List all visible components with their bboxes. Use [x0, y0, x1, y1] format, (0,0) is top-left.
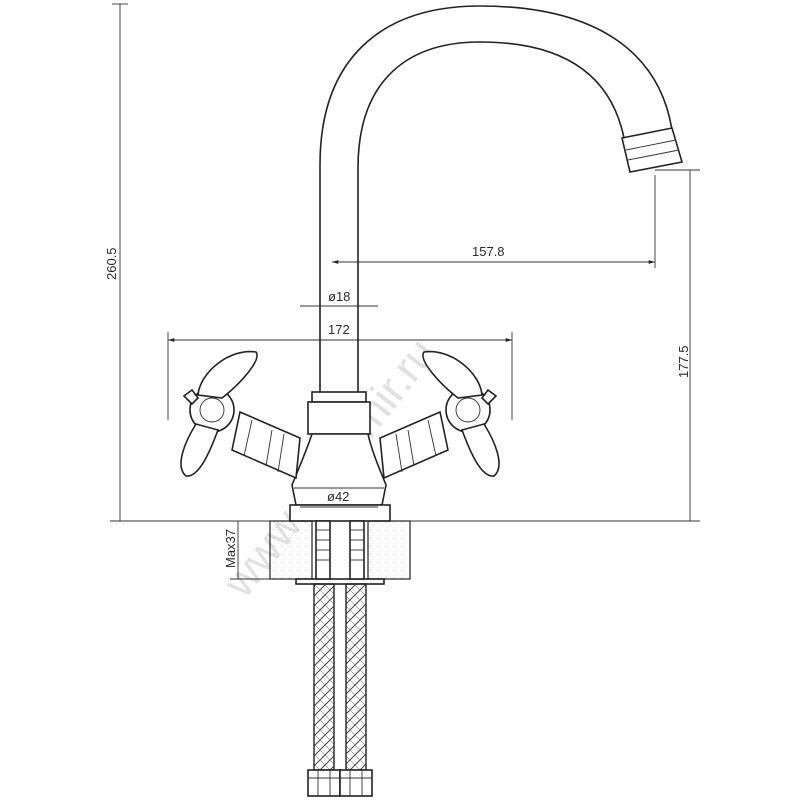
dim-label-max-thickness: Max37	[223, 529, 238, 568]
dim-label-handle-span: 172	[328, 322, 350, 337]
hose-end-nuts	[307, 769, 373, 797]
left-braided-hose	[313, 583, 335, 771]
spout	[319, 5, 684, 392]
threaded-studs	[315, 520, 365, 580]
mounting-washer	[295, 578, 385, 585]
base-plate	[289, 504, 391, 522]
dim-label-reach: 157.8	[472, 244, 505, 259]
spout-collar	[311, 391, 367, 403]
right-braided-hose	[345, 583, 367, 771]
countertop-left-section	[269, 520, 313, 580]
countertop-right-section	[367, 520, 411, 580]
right-valve-handle	[379, 350, 500, 480]
dim-label-spout-diameter: ø18	[328, 289, 350, 304]
spout-base-ring	[307, 401, 371, 435]
dim-label-total-height: 260.5	[104, 247, 119, 280]
dim-label-spout-height: 177.5	[676, 345, 691, 378]
left-valve-handle	[180, 350, 301, 480]
dim-label-base-diameter: ø42	[327, 489, 349, 504]
